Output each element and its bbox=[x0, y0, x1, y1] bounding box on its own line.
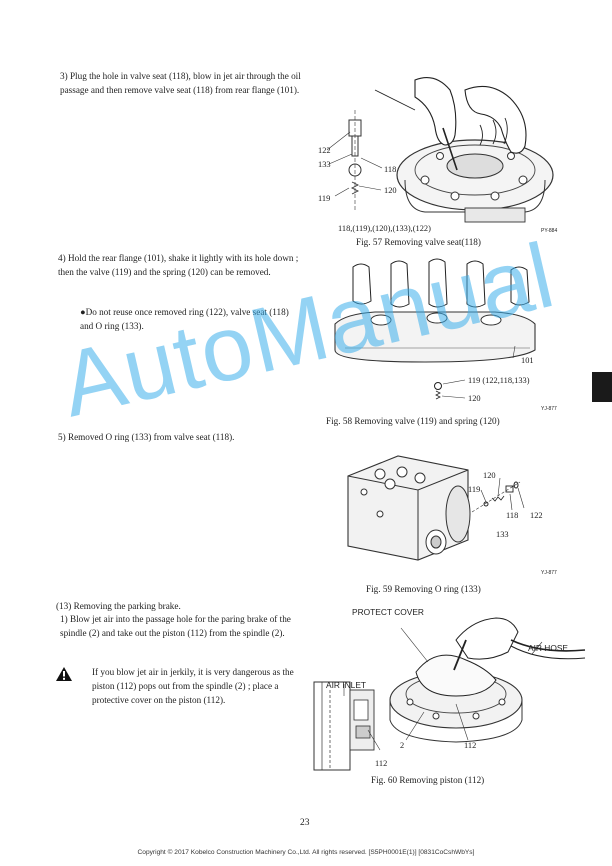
fig60-label-112-section: 112 bbox=[375, 759, 388, 768]
fig60-label-protect-cover: PROTECT COVER bbox=[352, 607, 424, 617]
bullet-icon: ● bbox=[80, 307, 86, 317]
step-3-text: 3) Plug the hole in valve seat (118), bl… bbox=[60, 71, 301, 95]
fig57-label-133: 133 bbox=[318, 160, 331, 169]
fig57-drawing bbox=[326, 77, 554, 223]
section-13-title: (13) Removing the parking brake. bbox=[56, 601, 181, 611]
fig57-label-118: 118 bbox=[384, 165, 397, 174]
fig60-drawing bbox=[313, 617, 586, 771]
warning-text: If you blow jet air in jerkily, it is ve… bbox=[92, 667, 294, 705]
fig59-caption: Fig. 59 Removing O ring (133) bbox=[366, 584, 481, 594]
fig60-label-112: 112 bbox=[464, 741, 477, 750]
step-4-note: ●Do not reuse once removed ring (122), v… bbox=[80, 307, 289, 331]
warning-icon bbox=[56, 667, 72, 681]
copyright-footer: Copyright © 2017 Kobelco Construction Ma… bbox=[137, 849, 475, 856]
fig59-drawing bbox=[347, 455, 525, 561]
step-5-text: 5) Removed O ring (133) from valve seat … bbox=[58, 432, 235, 442]
fig59-label-122: 122 bbox=[530, 511, 543, 520]
fig60-caption: Fig. 60 Removing piston (112) bbox=[371, 775, 485, 785]
fig57-label-120: 120 bbox=[384, 186, 397, 195]
fig59-label-120: 120 bbox=[483, 471, 496, 480]
fig57-caption: Fig. 57 Removing valve seat(118) bbox=[356, 237, 481, 247]
fig58-label-120: 120 bbox=[468, 394, 481, 403]
fig60-label-air-inlet: AIR INLET bbox=[326, 680, 367, 690]
step-4-text: 4) Hold the rear flange (101), shake it … bbox=[58, 253, 299, 277]
fig60-label-air-hose: AIR HOSE bbox=[528, 643, 569, 653]
section-tab-marker bbox=[592, 372, 612, 402]
step-13-1-text: 1) Blow jet air into the passage hole fo… bbox=[60, 614, 291, 638]
fig57-code: PY-884 bbox=[541, 228, 558, 234]
fig58-caption: Fig. 58 Removing valve (119) and spring … bbox=[326, 416, 500, 426]
fig58-code: YJ-877 bbox=[541, 406, 557, 412]
fig60-label-2: 2 bbox=[400, 741, 405, 750]
fig58-label-119: 119 (122,118,133) bbox=[468, 376, 530, 385]
fig59-label-119: 119 bbox=[468, 485, 481, 494]
fig57-label-set: 118,(119),(120),(133),(122) bbox=[338, 224, 431, 233]
fig57-label-122: 122 bbox=[318, 146, 331, 155]
fig58-label-101: 101 bbox=[521, 356, 534, 365]
fig59-label-133: 133 bbox=[496, 530, 509, 539]
page-number: 23 bbox=[300, 818, 310, 828]
fig58-drawing bbox=[334, 258, 536, 400]
fig59-code: YJ-877 bbox=[541, 570, 557, 576]
fig57-label-119: 119 bbox=[318, 194, 331, 203]
fig59-label-118: 118 bbox=[506, 511, 519, 520]
